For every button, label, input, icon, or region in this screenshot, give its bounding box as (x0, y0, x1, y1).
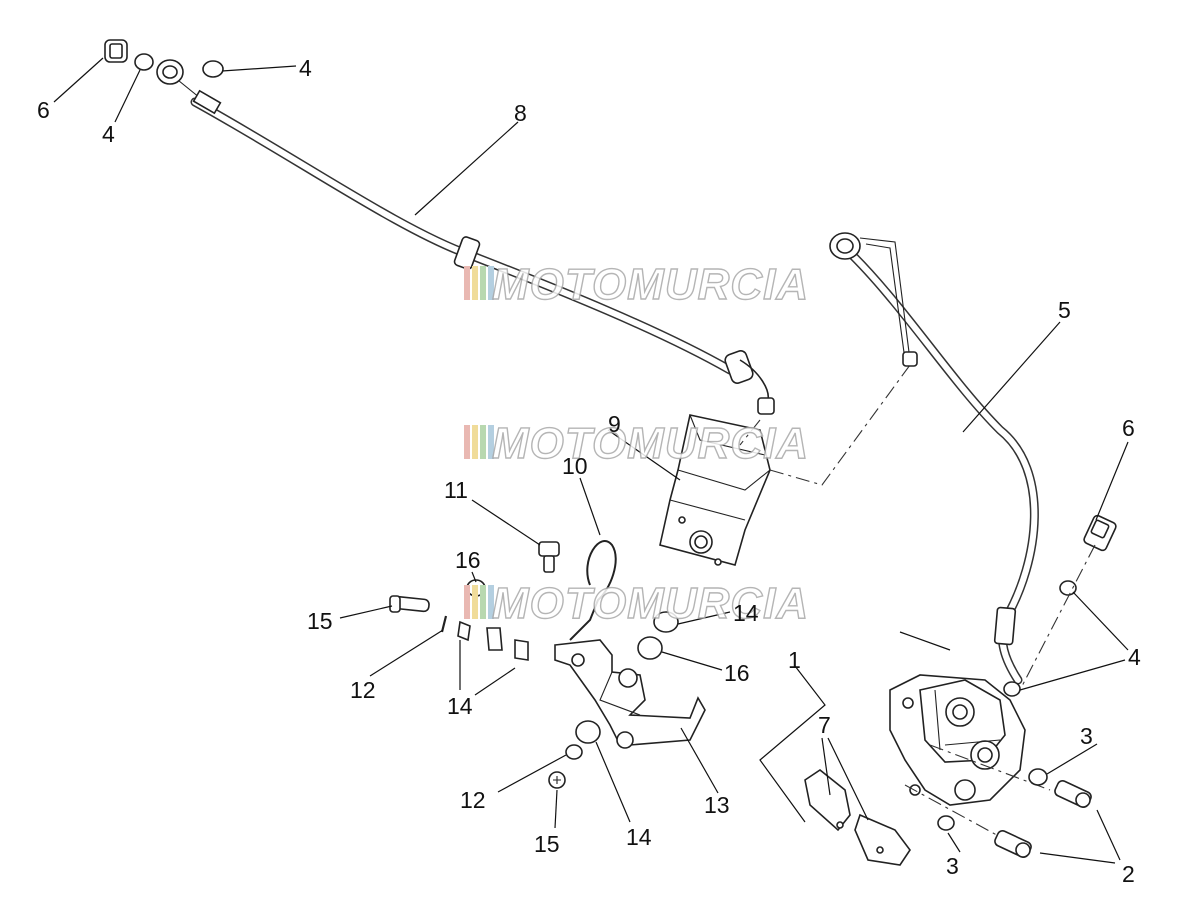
brake-pads (804, 769, 911, 866)
callout-10: 10 (562, 453, 588, 479)
washer-top-a (134, 53, 154, 71)
watermark-stripe-1 (464, 266, 470, 300)
retaining-clip (440, 615, 448, 633)
callout-12-bottom: 12 (460, 787, 486, 813)
watermark-stripe-3 (480, 266, 486, 300)
callout-4-top-left: 4 (102, 121, 115, 147)
watermark-text: MOTOMURCIA (492, 260, 809, 309)
washer-bracket (565, 744, 583, 760)
callout-16-right: 16 (724, 660, 750, 686)
callout-11: 11 (444, 477, 468, 503)
callout-14-bottom: 14 (626, 824, 652, 850)
spacer-a (637, 636, 663, 660)
watermark-stripe-4 (488, 585, 494, 619)
callout-6-top: 6 (37, 97, 50, 123)
spring-clip (569, 540, 617, 641)
callout-14-right: 14 (733, 600, 759, 626)
washer-caliper-a (1028, 768, 1048, 786)
watermark-stripe-2 (472, 425, 478, 459)
mounting-bracket (554, 639, 706, 749)
watermark-3: MOTOMURCIA (464, 578, 809, 629)
rubber-grommets (457, 611, 679, 744)
brake-caliper (889, 674, 1026, 806)
callout-16-left: 16 (455, 547, 481, 573)
callout-1: 1 (788, 647, 801, 673)
callout-3-right: 3 (1080, 723, 1093, 749)
leader-lines (53, 57, 1129, 864)
callout-8: 8 (514, 100, 527, 126)
callout-4-right: 4 (1128, 644, 1141, 670)
watermark-text: MOTOMURCIA (492, 419, 809, 468)
callout-2: 2 (1122, 861, 1135, 887)
callout-12-left: 12 (350, 677, 376, 703)
watermark-stripe-4 (488, 425, 494, 459)
callout-labels: 6 4 4 8 5 6 4 1 7 3 3 2 9 10 11 16 15 12… (37, 55, 1141, 887)
watermark-text: MOTOMURCIA (492, 579, 809, 628)
banjo-bolt-top (104, 39, 128, 63)
watermark-2: MOTOMURCIA (464, 418, 809, 469)
brake-hose-upper (156, 59, 775, 415)
brake-hose-lower (829, 232, 1039, 685)
junction-block (659, 414, 771, 566)
watermark-stripe-1 (464, 585, 470, 619)
callout-9: 9 (608, 411, 621, 437)
connection-line-b (1019, 544, 1096, 691)
watermark-stripe-3 (480, 425, 486, 459)
callout-6-right: 6 (1122, 415, 1135, 441)
callout-13: 13 (704, 792, 730, 818)
bracket-bolt (538, 541, 560, 573)
washer-caliper-b (937, 815, 955, 831)
watermark-stripe-1 (464, 425, 470, 459)
connection-line-a (739, 364, 911, 486)
watermark-1: MOTOMURCIA (464, 259, 809, 310)
washer-right-a (1059, 580, 1077, 596)
small-screw (548, 771, 566, 789)
callout-7: 7 (818, 712, 831, 738)
washer-top-b (202, 60, 224, 78)
banjo-bolt-right (1083, 514, 1117, 552)
washer-right-b (1003, 681, 1021, 697)
connection-line-c (904, 744, 1051, 846)
watermark-stripe-2 (472, 585, 478, 619)
callout-14-left: 14 (447, 693, 473, 719)
pin-bolt (389, 595, 430, 613)
callout-4-top-right: 4 (299, 55, 312, 81)
callout-3-bottom: 3 (946, 853, 959, 879)
caliper-bolts (994, 779, 1092, 859)
callout-15-bottom: 15 (534, 831, 560, 857)
callout-5: 5 (1058, 297, 1071, 323)
watermark-stripe-4 (488, 266, 494, 300)
watermark-stripe-3 (480, 585, 486, 619)
callout-15-left: 15 (307, 608, 333, 634)
watermark-stripe-2 (472, 266, 478, 300)
